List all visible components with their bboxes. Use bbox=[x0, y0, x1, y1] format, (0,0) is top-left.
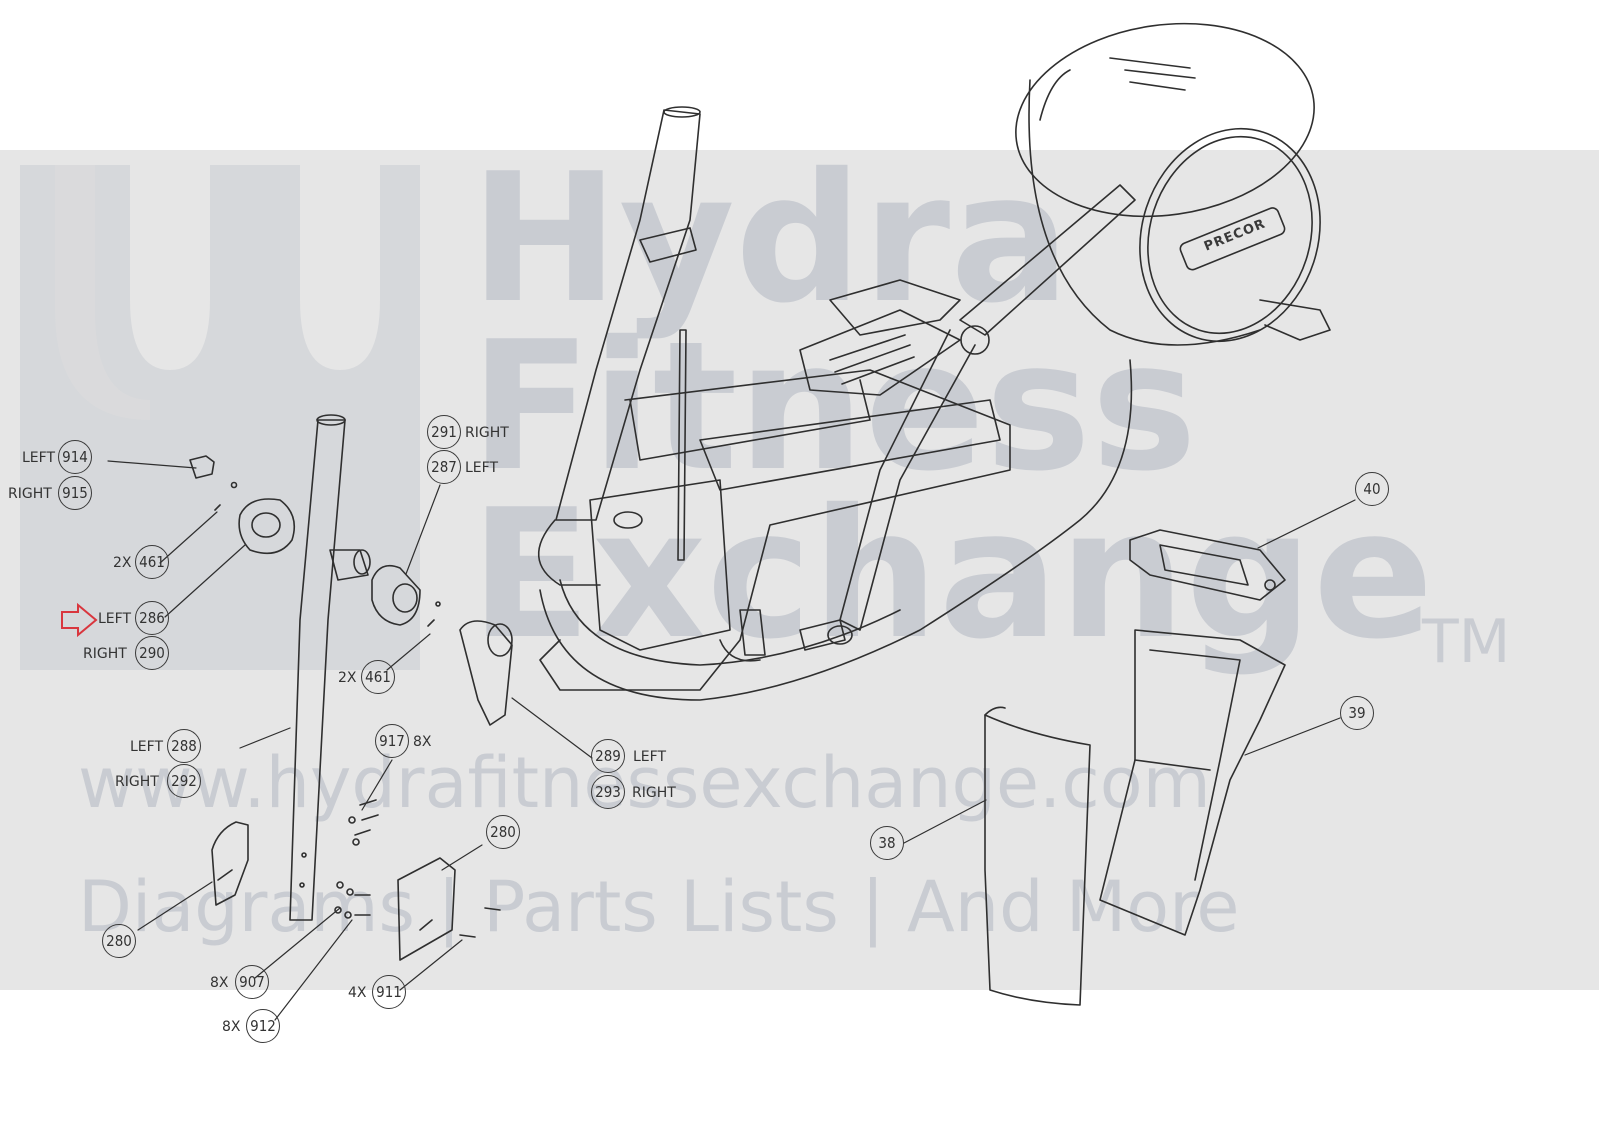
handle-grip bbox=[459, 620, 513, 726]
callout-917: 917 bbox=[375, 724, 409, 758]
watermark-brand-line1: Hydra bbox=[470, 135, 1071, 342]
callout-291: 291 bbox=[427, 415, 461, 449]
callout-280a: 280 bbox=[102, 924, 136, 958]
watermark-trademark: TM bbox=[1422, 607, 1511, 677]
watermark-brand-line3: Exchange bbox=[470, 471, 1434, 678]
callout-289: 289 bbox=[591, 739, 625, 773]
lower-shroud-right bbox=[397, 857, 456, 961]
side-label-907: 8X bbox=[210, 975, 229, 991]
console-tray bbox=[1129, 529, 1286, 601]
callout-912: 912 bbox=[246, 1009, 280, 1043]
callout-287: 287 bbox=[427, 450, 461, 484]
front-panel bbox=[984, 706, 1091, 1006]
pedal-assembly bbox=[799, 184, 1136, 645]
callout-290: 290 bbox=[135, 636, 169, 670]
side-label-461b: 2X bbox=[338, 670, 357, 686]
side-label-292: RIGHT bbox=[115, 774, 159, 790]
pivot-cover-right bbox=[371, 564, 441, 627]
callout-914: 914 bbox=[58, 440, 92, 474]
side-label-291: RIGHT bbox=[465, 425, 509, 441]
callout-292: 292 bbox=[167, 764, 201, 798]
main-frame bbox=[539, 329, 1133, 701]
upright-pole bbox=[537, 106, 701, 586]
side-label-290: RIGHT bbox=[83, 646, 127, 662]
pivot-cover-left bbox=[214, 498, 296, 555]
side-label-461a: 2X bbox=[113, 555, 132, 571]
pivot-cap-small bbox=[189, 455, 238, 489]
arm-tube bbox=[289, 414, 346, 921]
side-label-288: LEFT bbox=[130, 739, 164, 755]
callout-280b: 280 bbox=[486, 815, 520, 849]
flywheel-badge bbox=[1179, 207, 1286, 271]
watermark-brand-line2: Fitness bbox=[470, 303, 1198, 510]
watermark-url: www.hydrafitnessexchange.com bbox=[78, 742, 1211, 824]
side-label-287: LEFT bbox=[465, 460, 499, 476]
callout-39: 39 bbox=[1340, 696, 1374, 730]
flywheel-housing bbox=[1015, 22, 1331, 346]
side-label-286: LEFT bbox=[98, 611, 132, 627]
pivot-shaft bbox=[329, 549, 371, 581]
side-label-914: LEFT bbox=[22, 450, 56, 466]
side-label-917: 8X bbox=[413, 734, 432, 750]
side-label-912: 8X bbox=[222, 1019, 241, 1035]
callout-288: 288 bbox=[167, 729, 201, 763]
callout-293: 293 bbox=[591, 775, 625, 809]
hardware-pieces bbox=[334, 799, 501, 938]
callout-461a: 461 bbox=[135, 545, 169, 579]
side-label-911: 4X bbox=[348, 985, 367, 1001]
side-label-915: RIGHT bbox=[8, 486, 52, 502]
callout-461b: 461 bbox=[361, 660, 395, 694]
front-shroud bbox=[1099, 629, 1286, 936]
callout-40: 40 bbox=[1355, 472, 1389, 506]
callout-286: 286 bbox=[135, 601, 169, 635]
lower-shroud-left bbox=[211, 821, 249, 906]
leader-lines bbox=[107, 460, 1356, 1021]
callout-915: 915 bbox=[58, 476, 92, 510]
side-label-289: LEFT bbox=[633, 749, 667, 765]
callout-907: 907 bbox=[235, 965, 269, 999]
callout-911: 911 bbox=[372, 975, 406, 1009]
watermark-tagline: Diagrams | Parts Lists | And More bbox=[78, 866, 1240, 948]
side-label-293: RIGHT bbox=[632, 785, 676, 801]
callout-38: 38 bbox=[870, 826, 904, 860]
